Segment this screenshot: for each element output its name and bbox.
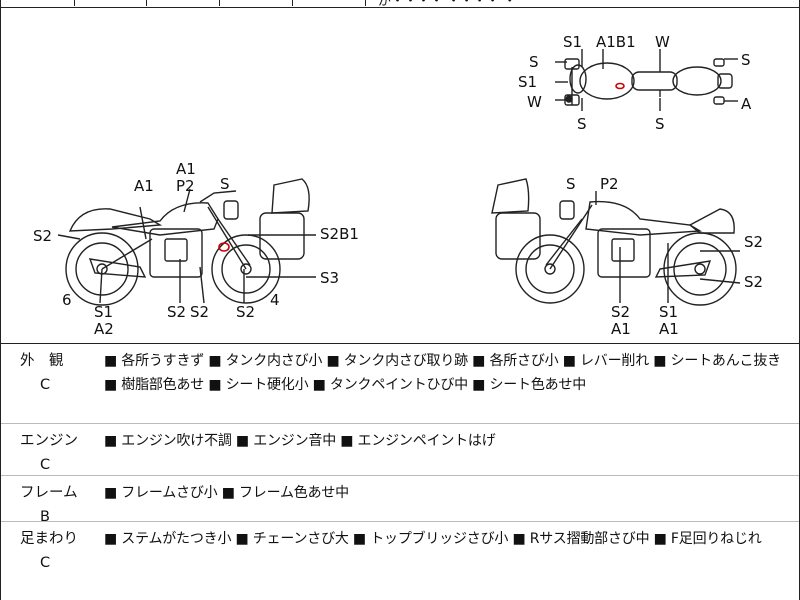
damage-label: S xyxy=(655,115,665,133)
motorcycle-diagrams: S1 A1B1 W S S1 W S S S A xyxy=(33,33,763,338)
damage-label: S2 xyxy=(33,227,52,245)
top-view-labels: S1 A1B1 W S S1 W S S S A xyxy=(518,33,752,133)
section-suspension: 足まわり C ■ ステムがたつき小 ■ チェーンさび大 ■ トップブリッジさび小… xyxy=(0,521,800,600)
section-notes: ■ 各所うすきず ■ タンク内さび小 ■ タンク内さび取り跡 ■ 各所さび小 ■… xyxy=(104,353,781,393)
table-cell-divider xyxy=(146,0,147,6)
damage-label: S xyxy=(566,175,576,193)
section-heading: 足まわり C xyxy=(20,527,80,575)
damage-label: S1 xyxy=(94,303,113,321)
motorcycle-right-view xyxy=(491,178,741,306)
cut-off-text: が・・・・ ・・・・ ・ xyxy=(378,0,517,9)
section-grade: C xyxy=(40,377,51,393)
damage-label: W xyxy=(655,33,670,51)
damage-label: A1 xyxy=(134,177,154,195)
section-exterior: 外 観 C ■ 各所うすきず ■ タンク内さび小 ■ タンク内さび取り跡 ■ 各… xyxy=(0,343,800,424)
left-view-labels: A1 A1 P2 S S2 S2B1 S3 6 S1 A2 S2 S2 S2 4 xyxy=(33,160,359,338)
damage-label: W xyxy=(527,93,542,111)
section-notes: ■ フレームさび小 ■ フレーム色あせ中 xyxy=(104,485,349,501)
damage-label: A2 xyxy=(94,320,114,338)
damage-label: P2 xyxy=(176,177,195,195)
section-notes: ■ エンジン吹け不調 ■ エンジン音中 ■ エンジンペイントはげ xyxy=(104,433,496,449)
damage-label: A1 xyxy=(659,320,679,338)
damage-label: S2B1 xyxy=(320,225,359,243)
damage-label: 4 xyxy=(270,291,280,309)
table-cell-divider xyxy=(292,0,293,6)
table-cell-divider xyxy=(365,0,366,6)
motorcycle-left-view xyxy=(57,178,316,306)
section-name: 足まわり xyxy=(20,531,78,547)
damage-label: A1 xyxy=(176,160,196,178)
section-name: フレーム xyxy=(20,485,78,501)
section-grade: C xyxy=(40,555,51,571)
section-heading: フレーム B xyxy=(20,481,80,529)
damage-label: S2 xyxy=(744,233,763,251)
previous-table-row: が・・・・ ・・・・ ・ xyxy=(0,0,800,9)
motorcycle-top-view xyxy=(555,49,738,111)
table-cell-divider xyxy=(219,0,220,6)
damage-label: S2 xyxy=(167,303,186,321)
table-border-left xyxy=(0,0,1,600)
section-grade: B xyxy=(40,509,50,525)
damage-label: S2 xyxy=(744,273,763,291)
damage-label: A xyxy=(741,95,752,113)
section-heading: エンジン C xyxy=(20,429,80,477)
damage-label: S xyxy=(741,51,751,69)
table-cell-divider xyxy=(74,0,75,6)
damage-label: S xyxy=(529,53,539,71)
section-notes: ■ ステムがたつき小 ■ チェーンさび大 ■ トップブリッジさび小 ■ Rサス摺… xyxy=(104,531,762,547)
damage-label: S3 xyxy=(320,269,339,287)
damage-label: S2 xyxy=(236,303,255,321)
section-heading: 外 観 C xyxy=(20,349,80,397)
damage-label: S xyxy=(220,175,230,193)
right-view-labels: S P2 S2 S2 S2 A1 S1 A1 xyxy=(566,175,763,338)
section-frame: フレーム B ■ フレームさび小 ■ フレーム色あせ中 xyxy=(0,475,800,525)
damage-label: P2 xyxy=(600,175,619,193)
damage-label: S1 xyxy=(563,33,582,51)
damage-label: S1 xyxy=(659,303,678,321)
section-grade: C xyxy=(40,457,51,473)
damage-label: S xyxy=(577,115,587,133)
damage-label: A1 xyxy=(611,320,631,338)
damage-label: A1B1 xyxy=(596,33,636,51)
damage-label: S2 xyxy=(611,303,630,321)
damage-label: S2 xyxy=(190,303,209,321)
damage-diagram: S1 A1B1 W S S1 W S S S A xyxy=(0,7,800,344)
section-engine: エンジン C ■ エンジン吹け不調 ■ エンジン音中 ■ エンジンペイントはげ xyxy=(0,423,800,476)
section-name: 外 観 xyxy=(20,353,64,369)
damage-label: S1 xyxy=(518,73,537,91)
damage-label: 6 xyxy=(62,291,72,309)
section-name: エンジン xyxy=(20,433,78,449)
